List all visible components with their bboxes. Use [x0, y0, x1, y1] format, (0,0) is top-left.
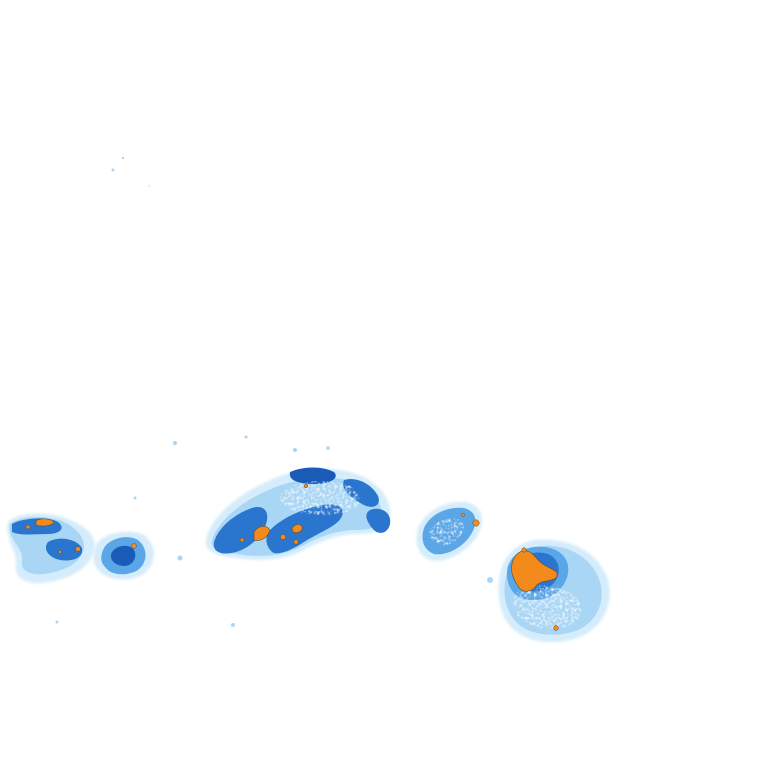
echo-core	[25, 524, 31, 530]
echo-core	[291, 524, 303, 534]
echo-strong	[45, 538, 83, 561]
echo-speckle	[512, 585, 582, 629]
echo-core	[472, 519, 480, 527]
radar-speck	[177, 555, 183, 561]
radar-speck	[133, 496, 137, 500]
echo-speckle	[279, 481, 360, 515]
echo-strong	[266, 504, 343, 554]
echo-core	[131, 543, 137, 549]
storm-cell-west	[7, 513, 95, 584]
radar-speck	[293, 448, 297, 452]
echo-core	[58, 550, 62, 554]
radar-speck	[244, 435, 248, 439]
echo-core	[461, 513, 465, 517]
radar-speck	[121, 156, 125, 160]
radar-speck	[231, 623, 235, 627]
echo-core	[303, 483, 309, 489]
echo-strong	[110, 545, 136, 566]
echo-core	[553, 625, 559, 631]
echo-core	[280, 534, 286, 540]
radar-speck-group	[55, 156, 493, 627]
echo-strong	[343, 478, 379, 507]
echo-core	[253, 526, 271, 541]
echo-core	[239, 537, 245, 543]
radar-speck	[487, 577, 493, 583]
echo-core	[35, 518, 55, 527]
storm-cell-east-central	[416, 501, 482, 561]
echo-speckle	[429, 518, 464, 546]
echo-strong	[213, 506, 268, 554]
radar-speck	[111, 168, 115, 172]
radar-speck	[326, 446, 330, 450]
echo-core	[293, 539, 299, 545]
radar-speck	[148, 185, 150, 187]
storm-band-central	[205, 467, 391, 560]
echo-strong	[289, 467, 336, 484]
radar-speck	[55, 620, 59, 624]
echo-core	[511, 550, 558, 592]
storm-cell-east	[498, 539, 610, 643]
echo-core	[521, 547, 527, 553]
storm-cell-west-central	[93, 531, 154, 580]
radar-speck	[173, 441, 177, 445]
echo-core	[75, 546, 81, 552]
echo-strong	[366, 508, 391, 533]
